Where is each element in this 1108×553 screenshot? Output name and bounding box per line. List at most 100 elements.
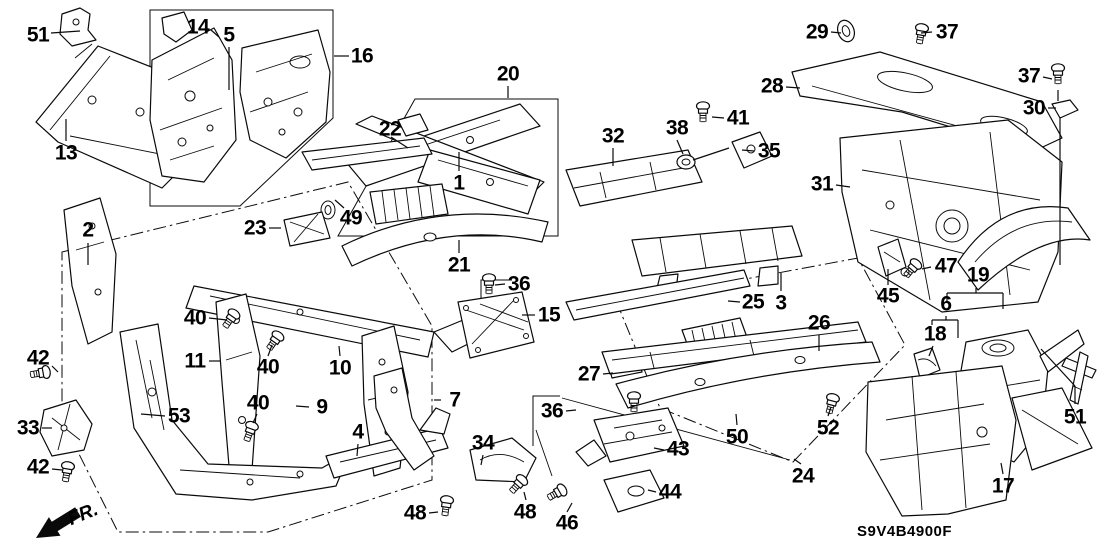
leader-line-51 — [50, 30, 81, 34]
leader-line-42 — [51, 468, 63, 471]
part-number-label-36: 36 — [540, 399, 564, 423]
part-sketch-26 — [615, 341, 881, 409]
leader-line-28 — [785, 86, 801, 89]
part-number-label-37: 37 — [935, 20, 959, 44]
part-sketch-30-clip — [1051, 99, 1079, 119]
part-sketch-2 — [63, 197, 117, 345]
leader-line-42 — [51, 365, 59, 373]
leader-line-52 — [827, 406, 832, 417]
part-number-label-16: 16 — [350, 44, 374, 68]
part-number-label-34: 34 — [471, 431, 495, 455]
part-number-label-45: 45 — [876, 284, 900, 308]
part-sketch-33 — [39, 399, 93, 457]
part-sketch-38-nut — [676, 154, 696, 170]
part-sketch-18 — [913, 347, 941, 379]
part-number-label-30: 30 — [1022, 96, 1046, 120]
leader-line-46 — [566, 502, 573, 513]
part-number-label-25: 25 — [741, 290, 765, 314]
bolt-icon-36-lower — [626, 391, 642, 413]
leader-line-9 — [295, 405, 310, 408]
part-sketch-35 — [731, 131, 773, 169]
part-number-label-32: 32 — [601, 124, 625, 148]
part-number-label-2: 2 — [82, 218, 94, 242]
leader-line-36 — [565, 409, 577, 412]
part-number-label-7: 7 — [449, 388, 461, 412]
leader-line-40 — [267, 344, 273, 357]
part-number-label-31: 31 — [810, 172, 834, 196]
leader-line-38 — [676, 139, 684, 155]
part-number-label-49: 49 — [339, 206, 363, 230]
part-sketch-15 — [457, 291, 535, 359]
part-sketch-34 — [469, 437, 537, 483]
part-number-label-35: 35 — [757, 139, 781, 163]
leader-line-50 — [735, 413, 738, 426]
part-number-label-51: 51 — [26, 23, 50, 47]
part-sketch-44 — [603, 469, 665, 513]
part-sketch-22 — [301, 113, 433, 171]
part-number-label-42: 42 — [26, 346, 50, 370]
part-number-label-42: 42 — [26, 455, 50, 479]
leader-lines — [42, 29, 1076, 514]
part-number-label-40: 40 — [183, 306, 207, 330]
bolt-icon-52 — [822, 391, 841, 416]
part-sketch-5 — [149, 27, 237, 183]
bolt-icon-37-right — [1050, 63, 1066, 85]
part-sketch-49 — [320, 183, 449, 225]
leader-line-53 — [140, 413, 166, 417]
part-number-label-28: 28 — [760, 74, 784, 98]
leader-line-38 — [692, 147, 730, 161]
leader-line-47 — [921, 266, 932, 270]
leader-line-10 — [338, 345, 341, 357]
part-number-label-20: 20 — [496, 62, 520, 86]
leader-line-37 — [920, 31, 933, 34]
leader-line-51 — [1040, 348, 1076, 387]
part-number-label-9: 9 — [316, 395, 328, 419]
part-number-label-13: 13 — [54, 141, 78, 165]
leader-line-36 — [494, 283, 506, 286]
fr-direction-arrow-icon — [36, 507, 81, 538]
part-number-label-51: 51 — [1063, 405, 1087, 429]
leader-line-37 — [1042, 76, 1053, 80]
bolt-icon-40-b — [263, 328, 287, 354]
bolt-icon-46 — [544, 481, 570, 505]
leader-line-4 — [356, 443, 359, 457]
part-number-label-19: 19 — [966, 263, 990, 287]
part-number-label-5: 5 — [223, 23, 235, 47]
part-sketch-7 — [373, 367, 435, 471]
assembly-box-20 — [337, 98, 559, 237]
part-sketch-wheelhouse-rear-right — [957, 206, 1091, 291]
bolt-icon-48-left — [437, 494, 455, 518]
part-number-label-53: 53 — [167, 404, 191, 428]
part-number-label-24: 24 — [791, 464, 815, 488]
leader-line-17 — [1000, 462, 1004, 475]
part-number-label-1: 1 — [453, 171, 465, 195]
part-number-label-41: 41 — [726, 106, 750, 130]
part-number-label-26: 26 — [807, 311, 831, 335]
part-number-label-22: 22 — [378, 117, 402, 141]
part-number-label-46: 46 — [555, 511, 579, 535]
part-number-label-44: 44 — [658, 480, 682, 504]
part-number-label-10: 10 — [328, 356, 352, 380]
part-sketch-21 — [341, 213, 549, 267]
leader-line-29 — [830, 31, 842, 34]
part-number-label-48: 48 — [403, 501, 427, 525]
part-sketch-1-side-frame — [345, 103, 545, 215]
leader-line-40 — [252, 413, 258, 424]
part-number-label-47: 47 — [934, 254, 958, 278]
part-number-label-4: 4 — [352, 420, 364, 444]
leader-line-43 — [653, 447, 665, 451]
part-sketch-51-left — [59, 7, 97, 59]
part-number-label-29: 29 — [805, 20, 829, 44]
leader-line-34 — [480, 454, 484, 466]
part-sketch-16 — [239, 29, 331, 159]
part-number-label-14: 14 — [186, 15, 210, 39]
part-number-label-40: 40 — [256, 355, 280, 379]
part-number-label-52: 52 — [816, 416, 840, 440]
part-sketch-45 — [877, 238, 907, 277]
leader-line-22 — [390, 136, 409, 149]
part-number-label-21: 21 — [447, 253, 471, 277]
leader-line-48 — [428, 511, 439, 514]
part-number-label-15: 15 — [537, 303, 561, 327]
part-number-label-17: 17 — [991, 474, 1015, 498]
part-number-label-43: 43 — [666, 437, 690, 461]
